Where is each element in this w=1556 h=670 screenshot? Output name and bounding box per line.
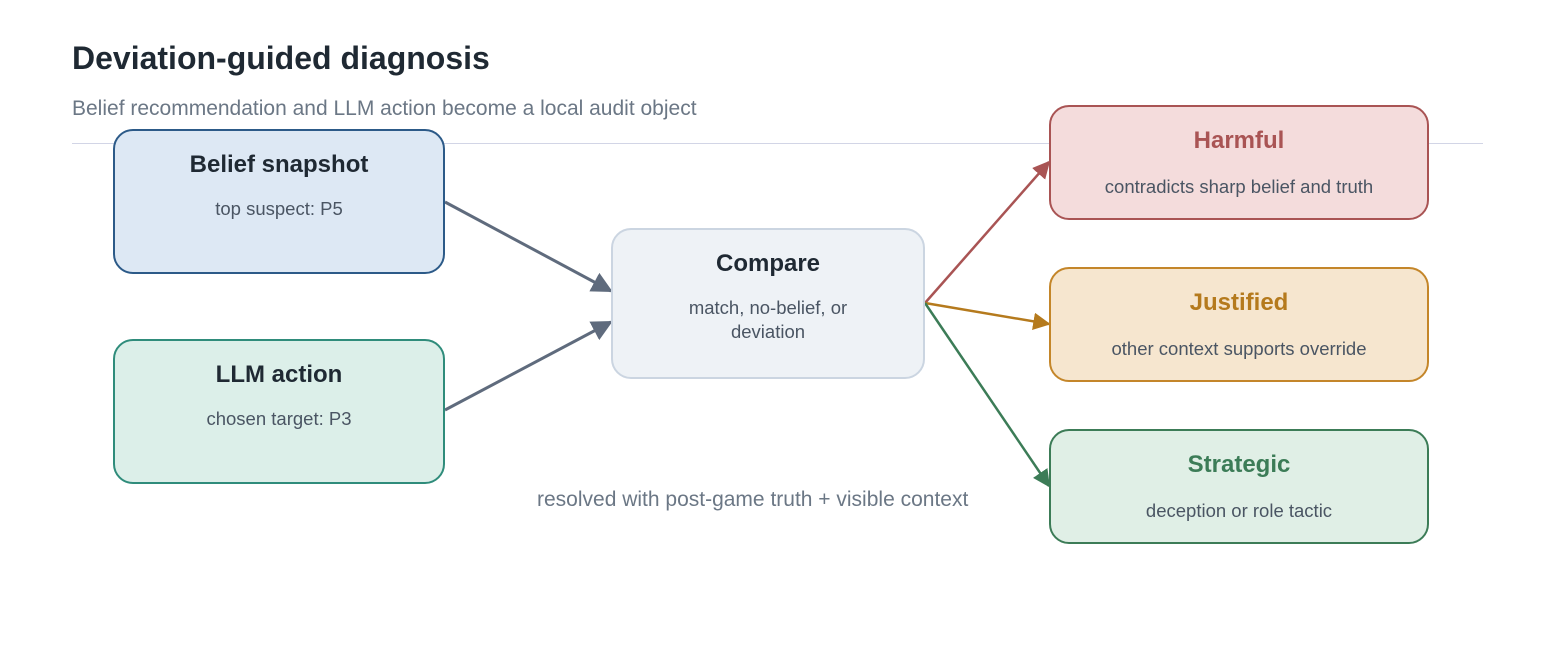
node-justified-title: Justified <box>1189 289 1289 316</box>
node-belief-snapshot-title: Belief snapshot <box>189 151 369 178</box>
node-compare-title: Compare <box>715 250 821 277</box>
node-harmful: Harmful contradicts sharp belief and tru… <box>1049 105 1429 220</box>
node-strategic: Strategic deception or role tactic <box>1049 429 1429 544</box>
resolution-caption: resolved with post-game truth + visible … <box>537 488 969 511</box>
node-justified: Justified other context supports overrid… <box>1049 267 1429 382</box>
arrow-compare-to-strategic <box>923 302 1051 488</box>
node-belief-snapshot-body: top suspect: P5 <box>215 198 343 219</box>
node-strategic-body: deception or role tactic <box>1145 500 1333 521</box>
arrow-llm-to-compare <box>444 320 613 412</box>
node-llm-action-title: LLM action <box>215 361 343 388</box>
node-harmful-title: Harmful <box>1193 127 1285 154</box>
diagram-subtitle: Belief recommendation and LLM action bec… <box>72 97 697 120</box>
arrow-belief-to-compare <box>444 200 613 293</box>
node-compare-body: match, no-belief, or deviation <box>688 297 848 342</box>
node-belief-snapshot: Belief snapshot top suspect: P5 <box>113 129 445 274</box>
arrow-compare-to-harmful <box>924 160 1051 304</box>
node-harmful-body: contradicts sharp belief and truth <box>1104 176 1374 197</box>
diagram-title: Deviation-guided diagnosis <box>72 40 490 76</box>
divider-line <box>72 143 1483 144</box>
node-llm-action-body: chosen target: P3 <box>206 408 352 429</box>
node-llm-action: LLM action chosen target: P3 <box>113 339 445 484</box>
arrow-compare-to-justified <box>924 301 1051 330</box>
node-justified-body: other context supports override <box>1111 338 1367 359</box>
node-compare: Compare match, no-belief, or deviation <box>611 228 925 379</box>
node-strategic-title: Strategic <box>1187 451 1291 478</box>
